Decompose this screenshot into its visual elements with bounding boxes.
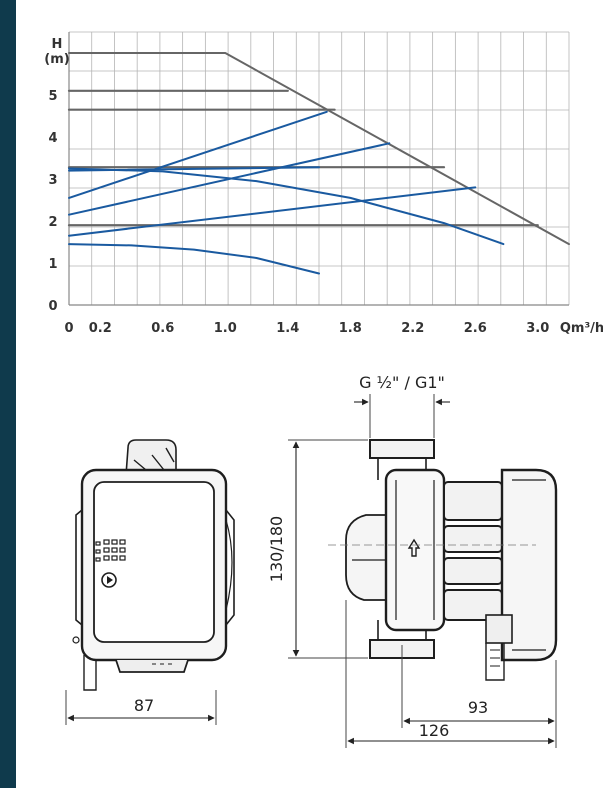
x-tick-label: 0	[64, 321, 73, 336]
dim-height-label: 130/180	[267, 516, 286, 582]
technical-drawing: 87	[65, 373, 558, 748]
performance-chart: H (m) 0 1 2 3 4 5 0 0.2 0.6 1.0 1.4 1.8 2.2 2.6 3.0 Q…	[44, 31, 603, 336]
y-ticks: 0 1 2 3 4 5	[48, 89, 57, 314]
x-tick-label: 3.0	[526, 321, 549, 336]
pump-front-view	[72, 439, 235, 691]
y-tick-label: 4	[48, 131, 57, 146]
depth-dimension: 93 126	[345, 600, 557, 748]
dim-width-label: 87	[134, 696, 154, 715]
y-axis-label-h: H	[52, 37, 63, 52]
x-tick-label: 2.6	[464, 321, 487, 336]
dim-thread-label: G ½" / G1"	[359, 373, 445, 392]
x-tick-label: 0.6	[151, 321, 174, 336]
width-dimension: 87	[65, 690, 217, 725]
dim-depth-1-label: 93	[468, 698, 488, 717]
x-tick-label: 1.4	[276, 321, 299, 336]
series-line-limit-0	[68, 52, 570, 246]
x-tick-label: 2.2	[401, 321, 424, 336]
chart-grid	[68, 31, 570, 306]
series-line-curve-10	[68, 243, 320, 275]
series-line-curve-8	[68, 167, 505, 246]
chart-series	[67, 52, 570, 275]
thread-dimension: G ½" / G1"	[354, 373, 450, 438]
y-axis-label-unit: (m)	[44, 52, 69, 67]
y-tick-label: 0	[48, 299, 57, 314]
y-tick-label: 2	[48, 215, 57, 230]
x-tick-label: 0.2	[89, 321, 112, 336]
x-axis-label: Qm³/h	[560, 321, 603, 336]
pump-side-view	[345, 439, 558, 681]
play-button-icon	[101, 572, 117, 588]
series-line-curve-9	[68, 166, 320, 172]
y-tick-label: 5	[48, 89, 57, 104]
series-line-curve-5	[68, 110, 328, 199]
x-tick-label: 1.0	[214, 321, 237, 336]
panel: H (m) 0 1 2 3 4 5 0 0.2 0.6 1.0 1.4 1.8 2.2 2.6 3.0 Q…	[16, 0, 603, 788]
x-ticks: 0 0.2 0.6 1.0 1.4 1.8 2.2 2.6 3.0	[64, 321, 549, 336]
dim-depth-2-label: 126	[419, 721, 450, 740]
y-tick-label: 3	[48, 173, 57, 188]
y-tick-label: 1	[48, 257, 57, 272]
x-tick-label: 1.8	[339, 321, 362, 336]
height-dimension: 130/180	[267, 439, 368, 659]
control-leds	[95, 539, 126, 562]
series-line-curve-7	[68, 186, 477, 237]
